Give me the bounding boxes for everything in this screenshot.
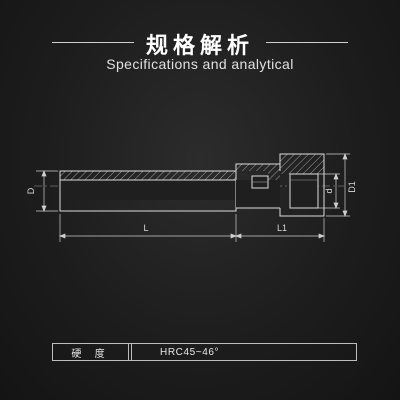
dimension-D [36, 170, 58, 212]
dimension-d [318, 173, 340, 209]
dimension-label-L1: L1 [277, 223, 287, 233]
dimension-label-D: D [26, 187, 36, 194]
dimension-label-D1: D1 [347, 181, 357, 193]
dimension-L-L1 [59, 214, 325, 242]
dimension-label-L: L [143, 223, 148, 233]
tool-holder-technical-drawing: D d D1 L L1 [26, 153, 357, 242]
page-subtitle: Specifications and analytical [106, 56, 294, 72]
spec-hardness-label: 硬 度 [53, 344, 129, 360]
spec-table: 硬 度 HRC45~46° [52, 343, 357, 361]
title-decor-line-left [52, 42, 134, 43]
title-decor-line-right [266, 42, 348, 43]
spec-divider [129, 344, 132, 360]
header: 规格解析 Specifications and analytical [0, 0, 400, 80]
dimension-label-d: d [324, 188, 334, 193]
page-title: 规格解析 [145, 34, 254, 59]
spec-hardness-value: HRC45~46° [160, 346, 220, 358]
dimension-D1 [326, 153, 350, 217]
holder-body [59, 153, 325, 217]
